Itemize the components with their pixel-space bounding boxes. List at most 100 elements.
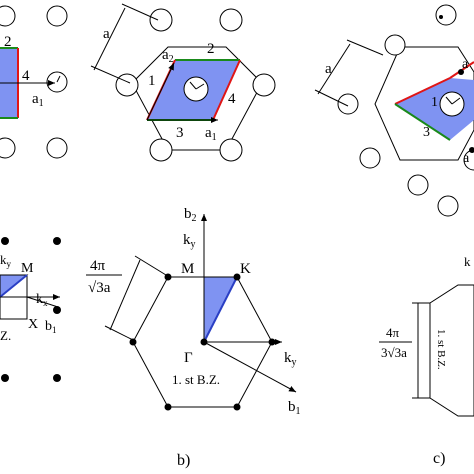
point-M-label: M	[181, 261, 194, 277]
edge-number-2: 2	[4, 34, 12, 50]
site-marker	[451, 97, 461, 105]
point-Gamma-label: Γ	[184, 350, 193, 366]
ky-label: ky	[0, 252, 12, 269]
reciprocal-sites	[129, 273, 276, 411]
lattice-sites	[115, 8, 276, 162]
dimension-line-a	[317, 43, 351, 95]
lattice-site	[46, 5, 68, 27]
site-marker	[195, 83, 205, 90]
scale-denominator: √3a	[88, 280, 111, 296]
cell-edge-red-right	[212, 59, 241, 121]
b1-label: b1	[45, 319, 57, 335]
k-label: k	[464, 254, 471, 269]
lattice-site	[0, 5, 16, 27]
scale-numerator: 4π	[386, 325, 400, 340]
panel-a-reciprocal: ky M kx X b1 Z.	[0, 237, 61, 382]
cell-edge-green	[394, 103, 451, 141]
b2-label: b2	[184, 206, 197, 224]
lattice-site	[149, 138, 173, 162]
vector-endpoint	[458, 69, 464, 75]
bz-label: 1. st B.Z.	[172, 372, 220, 387]
point-M-label: M	[21, 261, 34, 276]
dimension-line	[109, 259, 141, 331]
panel-b-real-space: a 1 2 3 4 a2 a1	[90, 3, 276, 162]
lattice-site	[219, 138, 243, 162]
vector-endpoint	[469, 147, 474, 153]
point-X-label: X	[28, 317, 38, 332]
edge-number-4: 4	[228, 91, 236, 107]
lattice-site	[384, 34, 406, 56]
hexagon-outline	[374, 46, 474, 161]
reciprocal-site	[233, 403, 241, 411]
lattice-site	[46, 137, 68, 159]
wedge-hypotenuse	[203, 276, 238, 343]
bz-label: 1. st B.Z.	[435, 329, 447, 370]
lattice-site	[252, 73, 276, 97]
ky-axis-label: ky	[284, 350, 297, 368]
lattice-site	[407, 174, 429, 196]
edge-number-1: 1	[431, 95, 438, 110]
dimension-tick	[90, 65, 131, 84]
reciprocal-site	[164, 403, 172, 411]
b1-axis	[203, 341, 297, 393]
lattice-site	[115, 73, 139, 97]
lattice-site	[337, 93, 359, 115]
edge-number-2: 2	[207, 41, 215, 57]
edge-number-4: 4	[22, 68, 30, 84]
vector-a1-label: a1	[205, 125, 217, 143]
reciprocal-site	[129, 338, 137, 346]
lattice-site	[359, 147, 381, 169]
reciprocal-site	[233, 273, 241, 281]
edge-number-3: 3	[423, 125, 430, 140]
panel-a-real-space: 2 4 a1	[0, 5, 68, 159]
reciprocal-site	[200, 338, 208, 346]
vector-a2-label: a2	[162, 47, 174, 65]
vector-a1-label: a1	[32, 91, 44, 109]
b1-axis	[26, 296, 59, 308]
reciprocal-site	[268, 338, 276, 346]
kx-label: kx	[36, 292, 48, 308]
edge-number-1: 1	[148, 73, 156, 89]
lattice-site	[0, 137, 16, 159]
reciprocal-site	[1, 374, 9, 382]
dimension-tick	[134, 255, 167, 276]
ky-label: ky	[183, 232, 196, 250]
site-marker	[445, 96, 453, 105]
dimension-tick	[314, 89, 349, 107]
scale-denominator: 3√3a	[381, 345, 407, 360]
lattice-constant-label: a	[325, 61, 332, 77]
lattice-sites	[0, 5, 68, 159]
dimension-line-a	[93, 7, 126, 71]
lattice-site	[149, 8, 173, 32]
point-K-label: K	[240, 261, 251, 277]
dimension-tick	[104, 325, 134, 341]
panel-b-reciprocal: 4π √3a b2 ky M K Γ ky b1 1. st B.Z. b)	[86, 206, 301, 469]
site-marker	[189, 81, 197, 90]
panel-c-reciprocal: 4π 3√3a k 1. st B.Z. c)	[379, 254, 474, 467]
lattice-site	[435, 4, 457, 26]
panel-caption-c: c)	[433, 450, 445, 467]
site-marker	[56, 75, 61, 83]
dimension-tick	[346, 39, 384, 56]
vector-a2-arrow	[146, 62, 175, 121]
lattice-site	[219, 8, 243, 32]
vector-a-label: a	[463, 151, 470, 166]
reciprocal-site	[53, 374, 61, 382]
dimension-tick	[121, 3, 159, 21]
panel-caption-b: b)	[177, 452, 190, 469]
reciprocal-site	[53, 237, 61, 245]
vector-a-label: a	[462, 57, 469, 72]
bz-label: Z.	[0, 328, 11, 343]
cell-edge-red	[394, 77, 451, 105]
wedge-diagonal	[0, 274, 28, 298]
reciprocal-site	[164, 273, 172, 281]
lattice-site	[437, 195, 459, 217]
vector-endpoint	[439, 15, 443, 19]
lattice-constant-label: a	[103, 26, 110, 42]
b1-label: b1	[288, 399, 301, 417]
panel-c-real-space: a 1 3 a a	[314, 4, 474, 217]
lattice-site	[463, 149, 474, 171]
edge-number-3: 3	[176, 125, 184, 141]
reciprocal-site	[53, 306, 61, 314]
